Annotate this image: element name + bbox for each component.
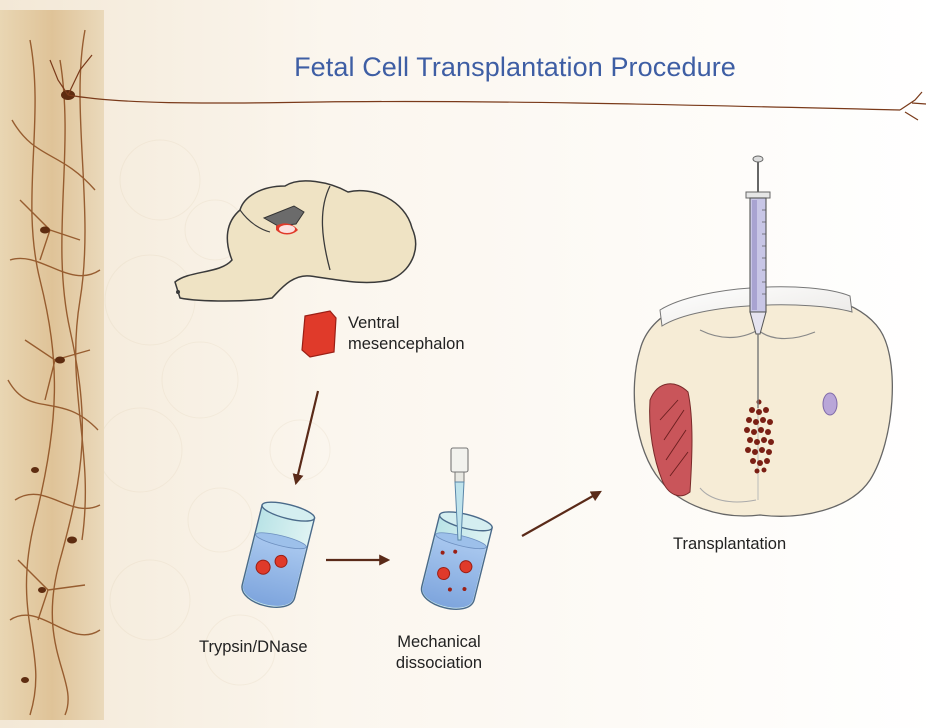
label-line: mesencephalon (348, 335, 465, 353)
test-tube-icon (241, 501, 316, 608)
mechanical-dissociation-label: Mechanical dissociation (380, 632, 498, 674)
tissue-block-icon (301, 310, 337, 358)
trypsin-dnase-label: Trypsin/DNase (199, 638, 308, 656)
label-line: dissociation (395, 654, 483, 672)
arrow-icon (292, 390, 320, 486)
embryo-brain-icon (174, 180, 417, 302)
pipette-tube-icon (421, 447, 493, 610)
transplantation-label: Transplantation (673, 535, 787, 553)
background-texture (97, 139, 331, 686)
axon-line (49, 54, 927, 121)
neuron-stain-strip (0, 10, 104, 720)
label-line: Ventral (348, 314, 400, 332)
brain-stem-end (176, 290, 180, 294)
label-line: Mechanical (397, 633, 481, 651)
brain-section-icon (633, 286, 893, 517)
page-title: Fetal Cell Transplantation Procedure (294, 52, 736, 82)
ventral-mesencephalon-label: Ventral mesencephalon (348, 313, 465, 355)
arrow-icon (521, 490, 602, 537)
syringe-icon (745, 155, 771, 408)
